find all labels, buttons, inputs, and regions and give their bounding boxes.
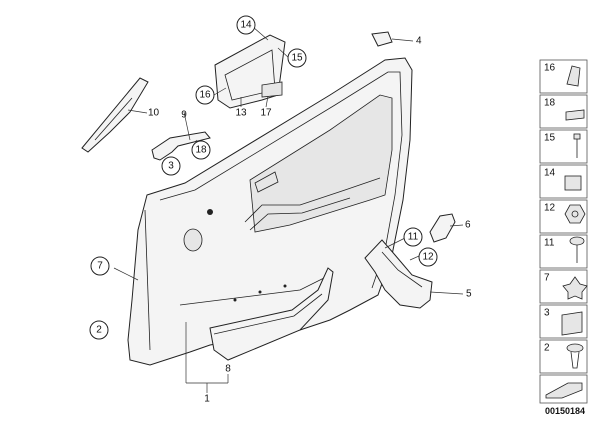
callout-2[interactable]: 2 [89, 320, 109, 340]
svg-text:17: 17 [260, 108, 272, 119]
callout-14[interactable]: 14 [236, 15, 256, 35]
svg-text:11: 11 [408, 232, 419, 243]
svg-text:4: 4 [416, 36, 422, 47]
svg-text:10: 10 [148, 108, 160, 119]
svg-text:13: 13 [235, 108, 247, 119]
callout-15[interactable]: 15 [287, 48, 307, 68]
svg-text:5: 5 [466, 289, 472, 300]
label-8[interactable]: 8 [225, 364, 231, 375]
plug [371, 31, 393, 47]
cover-piece [364, 239, 433, 309]
label-13[interactable]: 13 [235, 108, 247, 119]
legend-item-14[interactable]: 14 [539, 164, 588, 199]
label-9[interactable]: 9 [181, 110, 187, 121]
svg-text:18: 18 [195, 145, 207, 156]
callout-18[interactable]: 18 [191, 140, 211, 160]
svg-text:14: 14 [544, 168, 556, 179]
svg-text:14: 14 [240, 20, 252, 31]
mirror-triangle-cover [81, 77, 149, 153]
diagram-id-label: 00150184 [545, 406, 585, 416]
handle-bracket [214, 34, 286, 109]
door-trim-panel [127, 57, 413, 366]
svg-text:16: 16 [544, 63, 556, 74]
door-pocket [209, 267, 334, 361]
label-1[interactable]: 1 [204, 394, 210, 405]
legend-item-12[interactable]: 12 [539, 199, 588, 234]
svg-text:1: 1 [204, 394, 210, 405]
legend-item-3[interactable]: 3 [539, 304, 588, 339]
svg-text:7: 7 [97, 261, 103, 272]
legend-item-15[interactable]: 15 [539, 129, 588, 164]
legend-item-18[interactable]: 18 [539, 94, 588, 129]
callout-16[interactable]: 16 [195, 85, 215, 105]
svg-text:9: 9 [181, 110, 187, 121]
legend-item-11[interactable]: 11 [539, 234, 588, 269]
callout-12[interactable]: 12 [418, 247, 438, 267]
speaker-cover [429, 213, 456, 243]
callout-3[interactable]: 3 [161, 156, 181, 176]
bracket [151, 131, 211, 161]
svg-text:3: 3 [168, 161, 174, 172]
legend-item-2[interactable]: 2 [539, 339, 588, 374]
label-10[interactable]: 10 [148, 108, 160, 119]
legend-column: 16 18 15 14 12 11 [539, 59, 588, 404]
svg-text:15: 15 [544, 133, 556, 144]
svg-text:3: 3 [544, 308, 550, 319]
svg-text:2: 2 [96, 325, 102, 336]
svg-text:12: 12 [422, 252, 434, 263]
label-5[interactable]: 5 [466, 289, 472, 300]
label-4[interactable]: 4 [416, 36, 422, 47]
svg-text:6: 6 [465, 220, 471, 231]
svg-text:2: 2 [544, 343, 550, 354]
callout-7[interactable]: 7 [90, 256, 110, 276]
label-17[interactable]: 17 [260, 108, 272, 119]
svg-text:15: 15 [291, 53, 303, 64]
legend-item-7[interactable]: 7 [539, 269, 588, 304]
svg-text:18: 18 [544, 98, 556, 109]
svg-text:7: 7 [544, 273, 550, 284]
callout-11[interactable]: 11 [403, 227, 423, 247]
legend-item-16[interactable]: 16 [539, 59, 588, 94]
label-6[interactable]: 6 [465, 220, 471, 231]
svg-text:12: 12 [544, 203, 556, 214]
svg-text:11: 11 [544, 238, 555, 249]
legend-item-blank [539, 374, 588, 404]
svg-text:16: 16 [199, 90, 211, 101]
svg-text:8: 8 [225, 364, 231, 375]
